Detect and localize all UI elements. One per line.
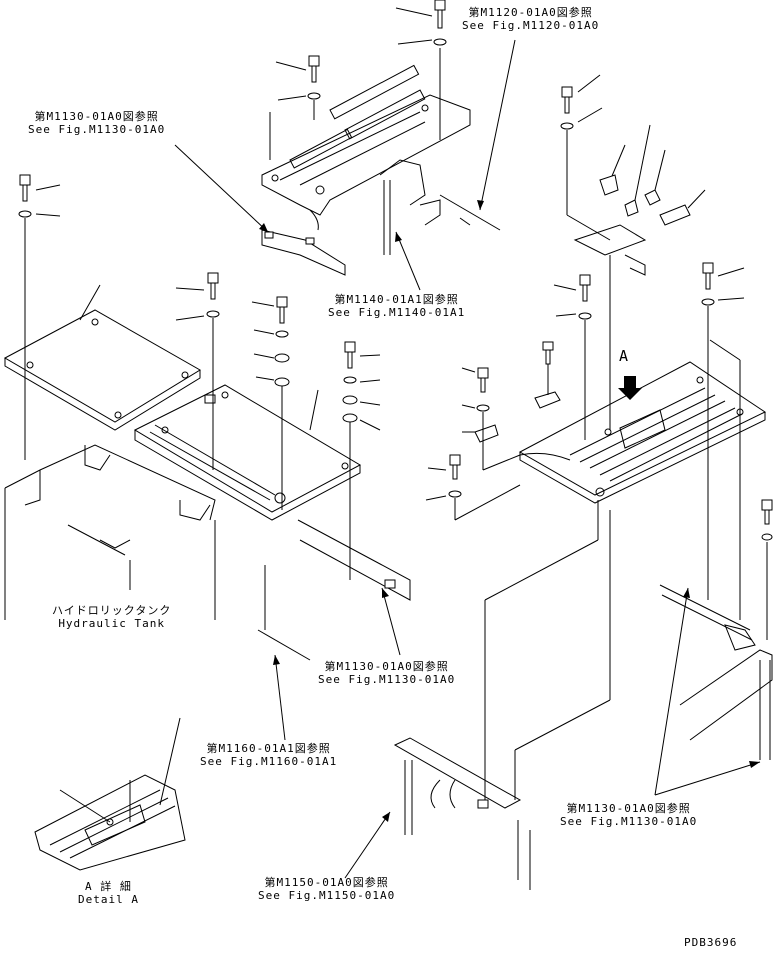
bolt: [560, 74, 611, 241]
bolt: [461, 367, 521, 471]
reference-label-m1150: 第M1150-01A0図参照 See Fig.M1150-01A0: [258, 876, 395, 902]
reference-en: See Fig.M1130-01A0: [318, 673, 456, 686]
bolt: [342, 341, 381, 580]
bolt: [395, 0, 447, 140]
detail-a-view: [34, 717, 186, 871]
reference-en: See Fig.M1130-01A0: [560, 815, 698, 828]
right-floor-plate: [518, 361, 767, 504]
bolt: [269, 55, 321, 160]
reference-label-m1120: 第M1120-01A0図参照 See Fig.M1120-01A0: [462, 6, 599, 32]
frame-bracket: [261, 229, 346, 276]
reference-en: See Fig.M1150-01A0: [258, 889, 396, 902]
bolt: [251, 296, 290, 510]
reference-jp: 第M1130-01A0図参照: [34, 110, 159, 123]
lower-frame: [393, 500, 611, 890]
reference-label-m1130-top: 第M1130-01A0図参照 See Fig.M1130-01A0: [28, 110, 165, 136]
reference-jp: 第M1140-01A1図参照: [334, 293, 459, 306]
bolt: [18, 174, 61, 460]
hydraulic-tank-outline: [4, 444, 216, 620]
reference-jp: 第M1130-01A0図参照: [324, 660, 449, 673]
reference-en: See Fig.M1160-01A1: [200, 755, 338, 768]
leader-line: [381, 587, 401, 656]
top-cover-plate: [261, 64, 471, 231]
detail-a-label: A 詳 細 Detail A: [78, 880, 139, 906]
drawing-code: PDB3696: [684, 936, 738, 949]
bolt: [534, 341, 561, 409]
frame-rail: [257, 519, 411, 661]
reference-en: See Fig.M1130-01A0: [28, 123, 166, 136]
detail-jp: A 詳 細: [85, 880, 132, 893]
left-cover-plate: [3, 284, 201, 431]
right-frame-rail: [659, 584, 773, 760]
reference-label-m1130-mid: 第M1130-01A0図参照 See Fig.M1130-01A0: [318, 660, 455, 686]
bolt: [175, 272, 220, 470]
bolt: [701, 262, 745, 620]
bolt: [553, 274, 592, 440]
reference-label-m1130-right: 第M1130-01A0図参照 See Fig.M1130-01A0: [560, 802, 697, 828]
reference-label-m1140: 第M1140-01A1図参照 See Fig.M1140-01A1: [328, 293, 465, 319]
leader-line: [654, 761, 761, 796]
bracket: [379, 159, 501, 255]
reference-label-m1160: 第M1160-01A1図参照 See Fig.M1160-01A1: [200, 742, 337, 768]
hydraulic-tank-jp: ハイドロリックタンク: [52, 604, 172, 617]
reference-jp: 第M1120-01A0図参照: [468, 6, 593, 19]
bolt: [761, 499, 773, 640]
leader-line: [654, 587, 689, 796]
reference-jp: 第M1150-01A0図参照: [264, 876, 389, 889]
hydraulic-tank-en: Hydraulic Tank: [58, 617, 166, 630]
detail-en: Detail A: [78, 893, 139, 906]
leader-line: [274, 654, 286, 741]
leader-line: [174, 144, 269, 233]
view-arrow: [618, 376, 642, 400]
leader-line: [479, 39, 516, 211]
reference-jp: 第M1160-01A1図参照: [206, 742, 331, 755]
leader-line: [344, 811, 391, 879]
clip-assembly: [573, 124, 706, 430]
reference-en: See Fig.M1120-01A0: [462, 19, 600, 32]
bolt: [425, 454, 521, 521]
reference-en: See Fig.M1140-01A1: [328, 306, 466, 319]
hydraulic-tank-label: ハイドロリックタンク Hydraulic Tank: [52, 604, 171, 630]
reference-jp: 第M1130-01A0図参照: [566, 802, 691, 815]
middle-cover-plate: [133, 384, 362, 521]
leader-line: [395, 231, 421, 291]
view-marker-label: A: [619, 347, 630, 365]
